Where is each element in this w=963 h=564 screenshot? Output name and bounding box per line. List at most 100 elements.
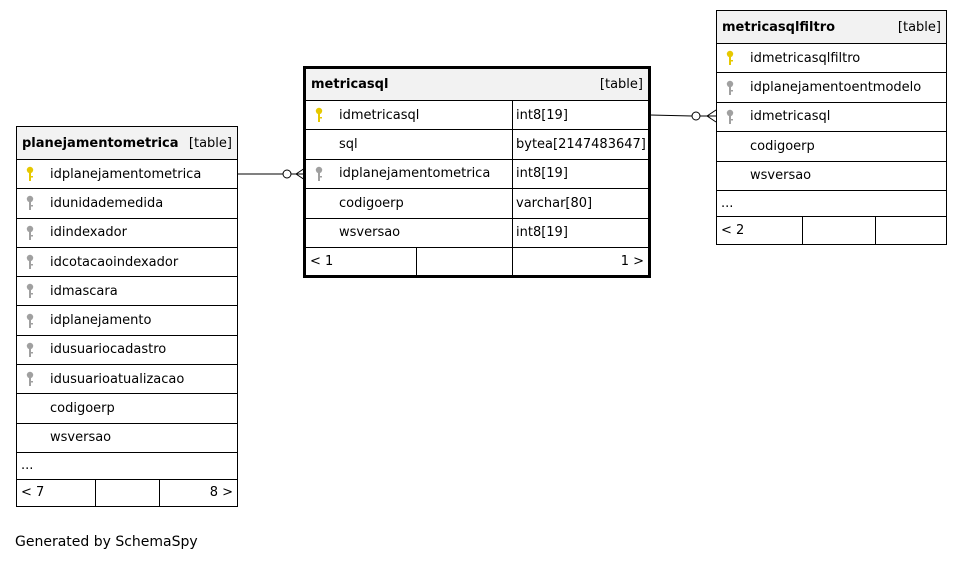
column-name-cell: idcotacaoindexador (17, 248, 237, 276)
column-name-cell: idplanejamentometrica (17, 160, 237, 188)
more-columns: ... (717, 191, 946, 217)
column-name: idunidademedida (50, 195, 164, 211)
column-name: idindexador (50, 225, 127, 241)
column-row[interactable]: idplanejamentometrica int8[19] (306, 159, 648, 190)
column-name: idmetricasql (750, 109, 831, 125)
foreign-key-icon (26, 342, 34, 357)
footer-middle (802, 216, 875, 244)
column-name: idmetricasqlfiltro (750, 50, 861, 66)
relation-metricasqlfiltro-metricasql (649, 109, 717, 123)
table-footer: < 1 1 > (306, 247, 648, 275)
footer-parents: < 7 (21, 485, 45, 501)
column-name-cell: sql (306, 130, 512, 158)
column-type: varchar[80] (512, 189, 648, 218)
column-name: idusuariocadastro (50, 342, 167, 358)
table-kind: [table] (897, 19, 941, 35)
table-header: planejamentometrica [table] (17, 127, 237, 160)
table-planejamentometrica[interactable]: planejamentometrica [table] idplanejamen… (16, 126, 238, 507)
column-row[interactable]: idusuarioatualizacao (17, 365, 237, 395)
column-name-cell: idusuarioatualizacao (17, 365, 237, 393)
table-header: metricasql [table] (306, 69, 648, 101)
column-name: idmetricasql (339, 107, 420, 123)
foreign-key-icon (26, 284, 34, 299)
column-name: idmascara (50, 283, 118, 299)
primary-key-icon (726, 50, 734, 66)
foreign-key-icon (26, 225, 34, 240)
foreign-key-icon (26, 196, 34, 211)
footer-parents: < 2 (721, 222, 745, 238)
column-row[interactable]: idmetricasql int8[19] (306, 101, 648, 131)
generated-by-credit: Generated by SchemaSpy (15, 534, 198, 550)
column-name: codigoerp (50, 401, 115, 417)
foreign-key-icon (726, 109, 734, 124)
column-name-cell: codigoerp (17, 394, 237, 422)
column-row[interactable]: idusuariocadastro (17, 336, 237, 366)
column-name-cell: idmetricasql (306, 101, 512, 129)
column-name-cell: wsversao (306, 219, 512, 247)
column-name-cell: idindexador (17, 219, 237, 247)
column-row[interactable]: idunidademedida (17, 189, 237, 219)
column-name-cell: idplanejamentometrica (306, 160, 512, 188)
table-name: metricasql (311, 77, 389, 92)
relation-metricasql-planejamentometrica (238, 167, 306, 181)
footer-middle (416, 247, 512, 275)
table-metricasqlfiltro[interactable]: metricasqlfiltro [table] idmetricasqlfil… (716, 10, 947, 245)
column-name-cell: codigoerp (306, 189, 512, 217)
column-type: bytea[2147483647] (512, 130, 648, 159)
primary-key-icon (26, 166, 34, 182)
column-row[interactable]: wsversao (17, 424, 237, 453)
table-name: metricasqlfiltro (722, 19, 836, 35)
more-columns: ... (17, 453, 237, 480)
footer-middle (95, 479, 159, 506)
column-name: codigoerp (339, 195, 404, 211)
column-name-cell: wsversao (717, 162, 946, 190)
column-name-cell: idplanejamento (17, 306, 237, 334)
column-name: idplanejamento (50, 313, 152, 329)
column-name-cell: codigoerp (717, 132, 946, 160)
column-name-cell: idmascara (17, 277, 237, 305)
table-name: planejamentometrica (22, 135, 179, 151)
column-row[interactable]: codigoerp varchar[80] (306, 189, 648, 219)
column-row[interactable]: wsversao (717, 162, 946, 191)
column-row[interactable]: idcotacaoindexador (17, 248, 237, 278)
column-row[interactable]: idplanejamento (17, 306, 237, 336)
column-name-cell: idusuariocadastro (17, 336, 237, 364)
footer-children: 1 > (512, 247, 648, 275)
column-type: int8[19] (512, 218, 648, 247)
column-row[interactable]: idindexador (17, 219, 237, 248)
column-name-cell: idplanejamentoentmodelo (717, 73, 946, 101)
column-name: idusuarioatualizacao (50, 371, 185, 387)
column-row[interactable]: idmetricasql (717, 103, 946, 133)
column-name: wsversao (50, 430, 112, 446)
column-name-cell: idmetricasqlfiltro (717, 44, 946, 72)
footer-children: 8 > (159, 479, 237, 506)
foreign-key-icon (26, 372, 34, 387)
foreign-key-icon (26, 254, 34, 270)
foreign-key-icon (315, 166, 323, 181)
column-row[interactable]: codigoerp (17, 394, 237, 424)
column-name: idcotacaoindexador (50, 254, 179, 270)
table-footer: < 2 (717, 216, 946, 244)
footer-children (875, 216, 946, 244)
table-kind: [table] (599, 77, 643, 92)
column-row[interactable]: idmascara (17, 277, 237, 307)
table-kind: [table] (188, 135, 232, 151)
column-name-cell: idunidademedida (17, 189, 237, 217)
column-type: int8[19] (512, 159, 648, 189)
column-row[interactable]: idmetricasqlfiltro (717, 44, 946, 74)
column-name: idplanejamentometrica (339, 166, 491, 182)
foreign-key-icon (726, 80, 734, 95)
column-name: wsversao (750, 168, 812, 184)
column-row[interactable]: codigoerp (717, 132, 946, 162)
table-header: metricasqlfiltro [table] (717, 11, 946, 44)
column-row[interactable]: idplanejamentometrica (17, 160, 237, 190)
column-row[interactable]: idplanejamentoentmodelo (717, 73, 946, 103)
column-type: int8[19] (512, 101, 648, 130)
foreign-key-icon (26, 313, 34, 328)
column-name: idplanejamentometrica (50, 166, 202, 182)
column-name: codigoerp (750, 138, 815, 154)
